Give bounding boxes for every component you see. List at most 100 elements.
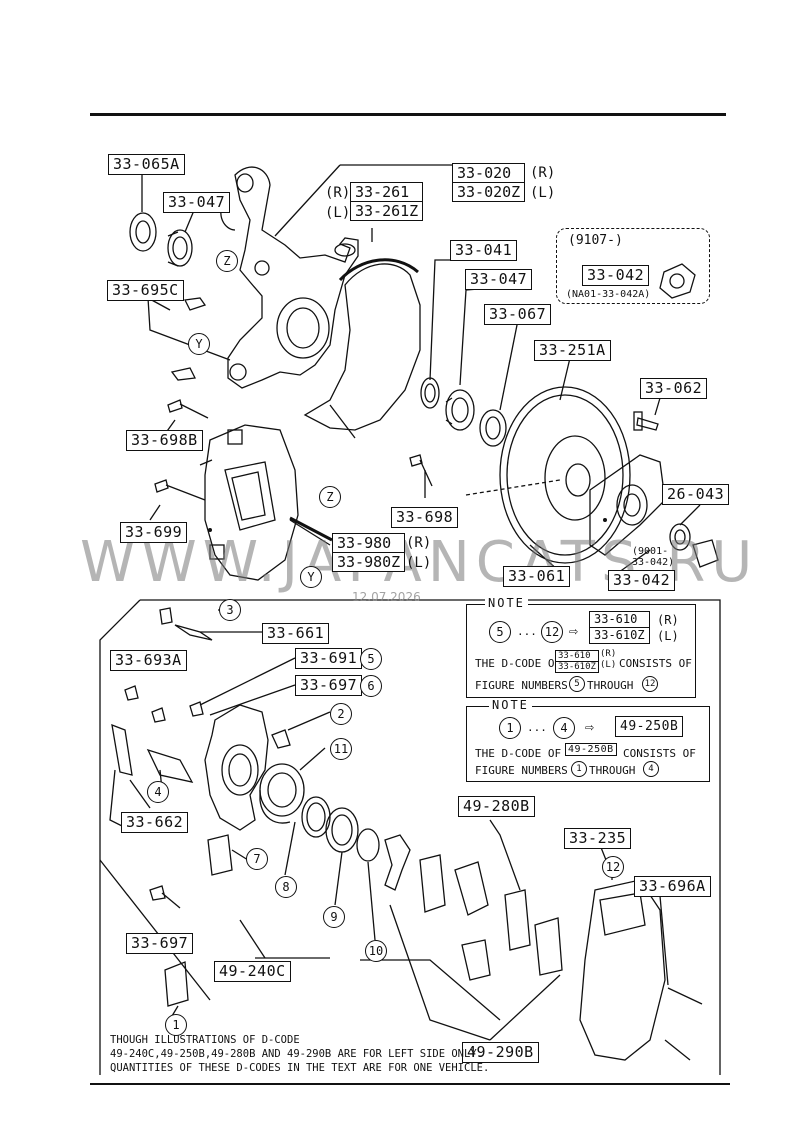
note1-through-from: 5 (569, 676, 585, 692)
note2-arrow: ⇨ (585, 718, 595, 736)
bottom-rule (90, 1083, 730, 1085)
part-label-33-697-lower[interactable]: 33-697 (126, 933, 194, 954)
part-label-33-697-upper[interactable]: 33-697 (295, 675, 363, 696)
figure-number-8: 8 (275, 876, 297, 898)
part-label-33-699[interactable]: 33-699 (120, 522, 188, 543)
part-label-33-020-group[interactable]: 33-020 33-020Z (452, 163, 526, 202)
zone-marker-y-upper: Y (188, 333, 210, 355)
note2-through-from: 1 (571, 761, 587, 777)
zone-marker-z-lower: Z (319, 486, 341, 508)
figure-number-11: 11 (330, 738, 352, 760)
part-label-33-067[interactable]: 33-067 (484, 304, 552, 325)
top-rule (90, 113, 726, 116)
note1-from-number: 5 (489, 621, 511, 643)
part-label-33-041[interactable]: 33-041 (450, 240, 518, 261)
part-label-49-240C[interactable]: 49-240C (214, 961, 291, 982)
part-label-33-261[interactable]: 33-261 (355, 183, 410, 201)
note1-through-to: 12 (642, 676, 658, 692)
note1-side-r: (R) (657, 613, 679, 627)
note2-to-number: 4 (553, 717, 575, 739)
date-range-note: (9107-) (568, 233, 623, 248)
part-label-33-698[interactable]: 33-698 (391, 507, 459, 528)
figure-number-4: 4 (147, 781, 169, 803)
part-label-33-061[interactable]: 33-061 (503, 566, 571, 587)
side-r-33-980: (R) (406, 535, 432, 551)
part-label-49-290B[interactable]: 49-290B (462, 1042, 539, 1063)
ref-note-9001-line2: 33-042) (632, 557, 675, 568)
note2-mini-code: 49-250B (565, 743, 617, 756)
note1-code-group[interactable]: 33-610 33-610Z (589, 611, 650, 644)
footer-line-2: 49-240C,49-250B,49-280B AND 49-290B ARE … (110, 1048, 483, 1060)
part-label-33-047-lower[interactable]: 33-047 (465, 269, 533, 290)
part-label-33-662[interactable]: 33-662 (121, 812, 189, 833)
note1-arrow: ⇨ (569, 622, 579, 640)
figure-number-2: 2 (330, 703, 352, 725)
note-title: NOTE (485, 596, 528, 610)
note1-code-r[interactable]: 33-610 (594, 612, 638, 626)
figure-number-3: 3 (219, 599, 241, 621)
zone-marker-y-lower: Y (300, 566, 322, 588)
part-label-33-980-group[interactable]: 33-980 33-980Z (332, 533, 406, 572)
dated-nut-box (556, 228, 710, 304)
note1-mini-code-l: 33-610Z (556, 661, 598, 672)
part-label-33-695C[interactable]: 33-695C (107, 280, 184, 301)
ref-note-9001-line1: (9001- (632, 546, 669, 557)
note1-mini-code-r: 33-610 (558, 651, 591, 661)
part-label-33-065A[interactable]: 33-065A (108, 154, 185, 175)
note1-text-a: THE D-CODE OF (475, 657, 562, 670)
part-label-33-698B[interactable]: 33-698B (126, 430, 203, 451)
footer-line-1: THOUGH ILLUSTRATIONS OF D-CODE (110, 1034, 300, 1046)
part-label-33-235[interactable]: 33-235 (564, 828, 632, 849)
part-label-33-042-hub[interactable]: 33-042 (608, 570, 676, 591)
part-label-33-062[interactable]: 33-062 (640, 378, 708, 399)
part-label-49-280B[interactable]: 49-280B (458, 796, 535, 817)
part-label-33-020Z[interactable]: 33-020Z (453, 182, 525, 201)
part-label-33-251A[interactable]: 33-251A (534, 340, 611, 361)
note2-dots: ... (527, 721, 547, 734)
figure-number-9: 9 (323, 906, 345, 928)
note2-text-d: THROUGH (589, 764, 636, 777)
part-label-33-696A[interactable]: 33-696A (634, 876, 711, 897)
note2-text-b: CONSISTS OF (623, 747, 696, 760)
part-label-33-042-dated[interactable]: 33-042 (582, 265, 650, 286)
note1-mini-side-r: (R) (600, 649, 617, 659)
part-label-33-980[interactable]: 33-980 (337, 534, 392, 552)
note-box-49-250B: NOTE 1 ... 4 ⇨ 49-250B THE D-CODE OF 49-… (466, 698, 710, 782)
side-l-33-980: (L) (406, 555, 432, 571)
note2-from-number: 1 (499, 717, 521, 739)
side-l-33-020: (L) (530, 185, 556, 201)
note1-text-c: FIGURE NUMBERS (475, 679, 568, 692)
side-r-33-020: (R) (530, 165, 556, 181)
note1-text-d: THROUGH (587, 679, 634, 692)
part-label-33-261-group[interactable]: 33-261 33-261Z (350, 182, 424, 221)
part-label-33-980Z[interactable]: 33-980Z (333, 552, 405, 571)
figure-number-5: 5 (360, 648, 382, 670)
figure-number-6: 6 (360, 675, 382, 697)
part-label-26-043[interactable]: 26-043 (662, 484, 730, 505)
figure-number-1: 1 (165, 1014, 187, 1036)
footer-line-3: QUANTITIES OF THESE D-CODES IN THE TEXT … (110, 1062, 490, 1074)
part-label-33-661[interactable]: 33-661 (262, 623, 330, 644)
part-label-33-691[interactable]: 33-691 (295, 648, 363, 669)
figure-number-12: 12 (602, 856, 624, 878)
note1-dots: ... (517, 625, 537, 638)
note1-code-l[interactable]: 33-610Z (590, 627, 649, 643)
note1-mini-code-group: 33-610 33-610Z (555, 650, 599, 673)
part-label-33-047-upper[interactable]: 33-047 (163, 192, 231, 213)
side-l-33-261: (L) (325, 205, 351, 221)
figure-number-7: 7 (246, 848, 268, 870)
note-box-33-610: NOTE 5 ... 12 ⇨ 33-610 33-610Z (R) (L) T… (466, 596, 696, 698)
part-label-33-020[interactable]: 33-020 (457, 164, 512, 182)
part-label-33-261Z[interactable]: 33-261Z (351, 201, 423, 220)
zone-marker-z-upper: Z (216, 250, 238, 272)
part-label-33-693A[interactable]: 33-693A (110, 650, 187, 671)
side-r-33-261: (R) (325, 185, 351, 201)
note1-mini-side-l: (L) (600, 660, 617, 670)
note1-to-number: 12 (541, 621, 563, 643)
note2-code[interactable]: 49-250B (615, 716, 684, 737)
note2-title: NOTE (489, 698, 532, 712)
note2-text-a: THE D-CODE OF (475, 747, 562, 760)
note2-text-c: FIGURE NUMBERS (475, 764, 568, 777)
watermark-date: 12.07.2026 (352, 590, 421, 604)
ref-note-na01: (NA01-33-042A) (566, 289, 651, 300)
